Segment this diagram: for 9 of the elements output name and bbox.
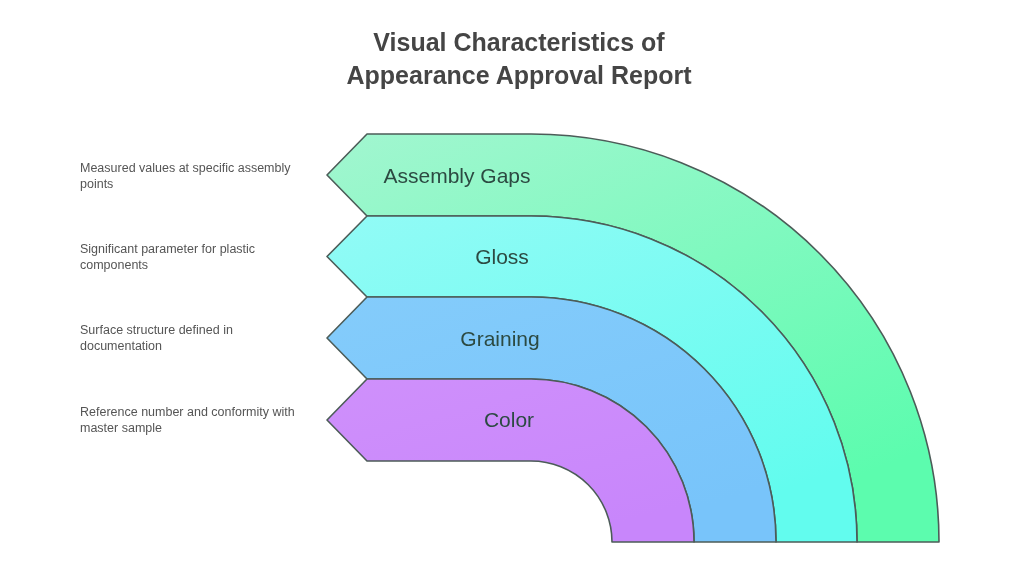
title: Visual Characteristics of Appearance Approval Report — [345, 27, 693, 91]
band-label: Graining — [460, 327, 540, 351]
description-text: Measured values at specific assembly points — [80, 160, 292, 192]
band-label: Gloss — [475, 245, 529, 269]
description-text: Surface structure defined in documentation — [80, 322, 234, 354]
description-text: Significant parameter for plastic components — [80, 241, 257, 273]
band-label: Color — [483, 408, 535, 432]
description-text: Reference number and conformity with master sample — [80, 404, 296, 436]
band-label: Assembly Gaps — [383, 164, 531, 188]
